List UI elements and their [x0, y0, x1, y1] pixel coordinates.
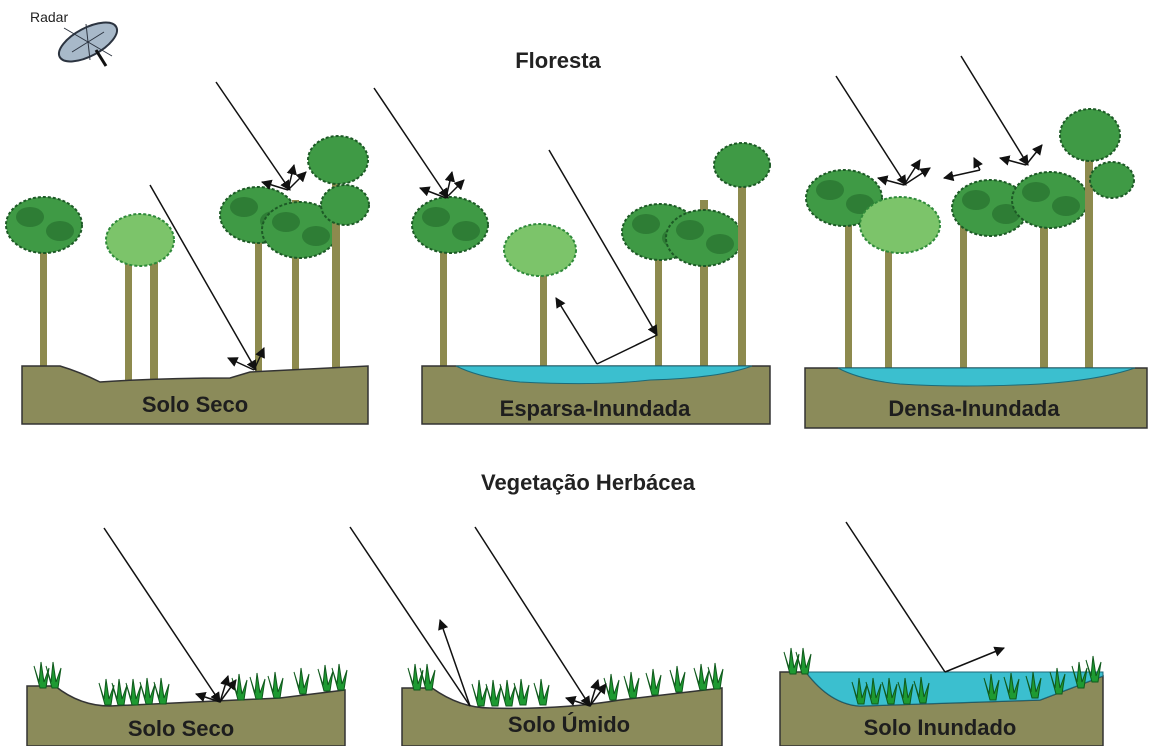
herb-wet-label: Solo Úmido: [508, 712, 630, 737]
herb-flooded-rays: [846, 522, 1004, 672]
forest-panel-dense-flooded: Densa-Inundada: [805, 56, 1147, 428]
forest-dry-label: Solo Seco: [142, 392, 248, 417]
herb-dry-rays: [104, 528, 236, 702]
forest-panel-dry: Solo Seco: [6, 82, 369, 424]
forest-sparse-label: Esparsa-Inundada: [500, 396, 691, 421]
herb-panel-dry: Solo Seco: [27, 528, 347, 746]
herb-flooded-label: Solo Inundado: [864, 715, 1017, 740]
herb-section-title: Vegetação Herbácea: [481, 470, 696, 495]
herb-wet-rays: [350, 527, 606, 706]
forest-dry-trees: [6, 136, 369, 380]
forest-section-title: Floresta: [515, 48, 601, 73]
herb-panel-wet: Solo Úmido: [350, 527, 723, 746]
forest-dense-rays: [836, 56, 1042, 185]
forest-dense-trees: [806, 109, 1134, 370]
forest-panel-sparse-flooded: Esparsa-Inundada: [374, 88, 770, 424]
radar-label: Radar: [30, 9, 68, 25]
forest-dense-label: Densa-Inundada: [888, 396, 1060, 421]
forest-sparse-trees: [412, 143, 770, 370]
herb-panel-flooded: Solo Inundado: [780, 522, 1103, 746]
herb-dry-label: Solo Seco: [128, 716, 234, 741]
